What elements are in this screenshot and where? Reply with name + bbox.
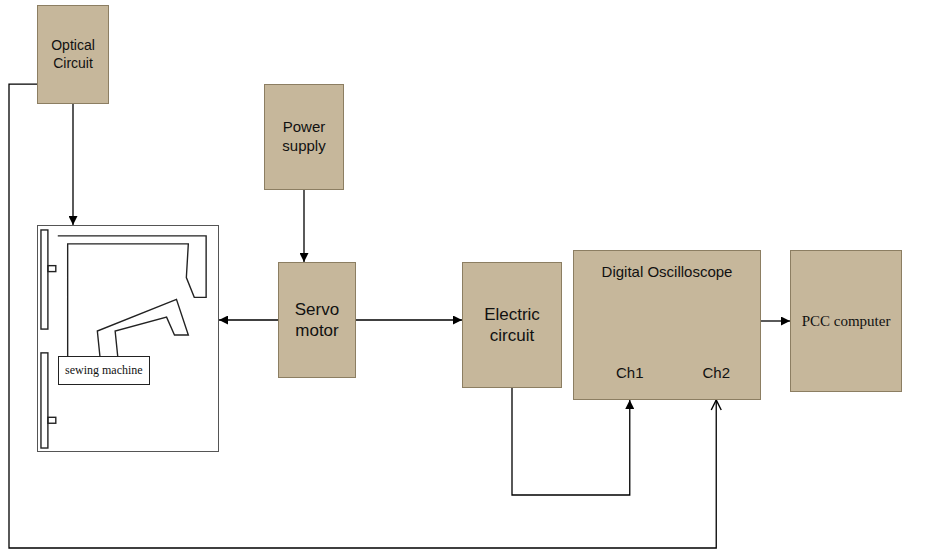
node-label: Electric circuit: [468, 304, 556, 347]
pcc-computer-box: PCC computer: [790, 250, 902, 392]
electric-circuit-box: Electric circuit: [462, 262, 562, 388]
arrow-connector: [303, 190, 304, 262]
sewing-machine-illustration: [38, 226, 218, 451]
machine-outline: [58, 236, 206, 385]
machine-outline: [41, 353, 48, 448]
node-label: Digital Oscilloscope: [602, 263, 733, 282]
machine-outline: [48, 417, 56, 423]
arrow-connector: [356, 319, 462, 320]
node-label: PCC computer: [802, 312, 891, 331]
servo-motor-box: Servo motor: [278, 262, 356, 378]
node-label: Optical Circuit: [43, 37, 103, 72]
sewing-machine-box: sewing machine: [37, 225, 219, 452]
node-label: Servo motor: [284, 299, 350, 342]
arrow-connector: [219, 319, 278, 320]
node-label: sewing machine: [58, 356, 150, 385]
oscilloscope-box: Digital OscilloscopeCh1 Ch2: [573, 250, 761, 400]
machine-outline: [48, 266, 56, 272]
arrow-connector: [72, 104, 73, 225]
power-supply-box: Power supply: [264, 84, 344, 190]
channel-label: Ch2: [702, 364, 730, 383]
channel-label: Ch1: [616, 364, 644, 383]
node-label: Power supply: [270, 118, 338, 156]
arrow-connector: [761, 320, 790, 321]
optical-circuit-box: Optical Circuit: [37, 5, 109, 104]
arrow-connector: [512, 388, 630, 495]
machine-outline: [41, 230, 48, 329]
